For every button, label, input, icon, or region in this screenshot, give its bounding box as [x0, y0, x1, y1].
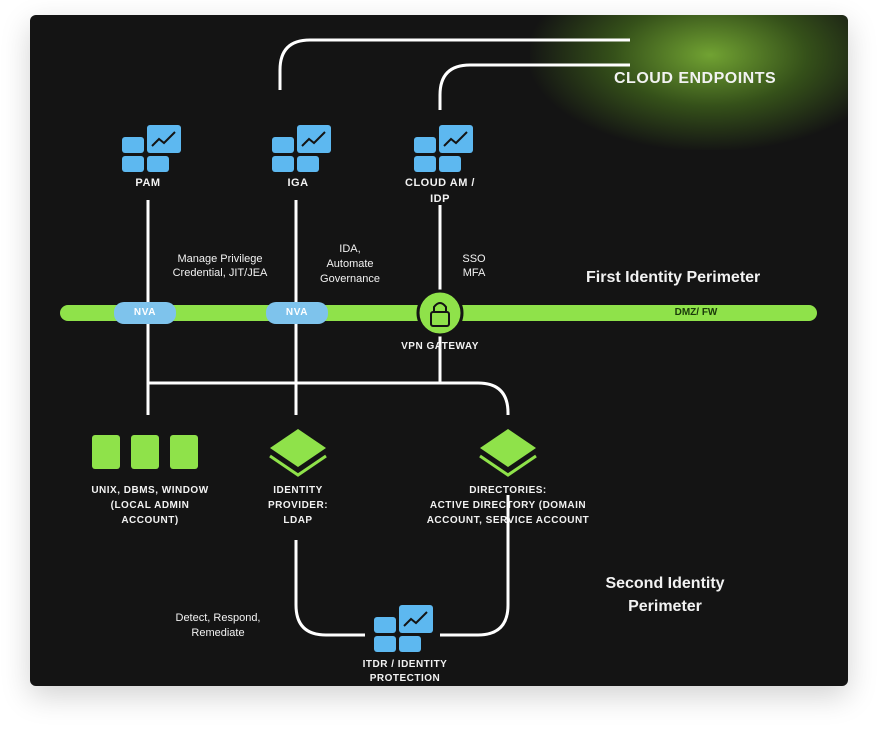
iga-label: IGA — [287, 177, 309, 189]
nva-badge-left: NVA — [114, 302, 176, 324]
cloud-edge-label-2: MFA — [462, 267, 486, 279]
diamond-layers-icon — [269, 429, 327, 477]
diagram-card: CLOUD ENDPOINTS PAM IGA CLOUD AM / IDP M… — [30, 15, 848, 686]
cloud-edge-label-1: SSO — [462, 253, 486, 265]
pam-edge-label-1: Manage Privilege — [177, 253, 263, 265]
directories-label-1: DIRECTORIES: — [469, 485, 547, 496]
nva-badge-right: NVA — [266, 302, 328, 324]
idp-label-2: PROVIDER: — [267, 500, 329, 511]
dashboard-icon — [414, 125, 474, 173]
dmz-fw-label: DMZ/ FW — [674, 307, 718, 318]
unix-label-2: (LOCAL ADMIN — [110, 500, 190, 511]
connector-lines — [60, 38, 817, 653]
unix-label-3: ACCOUNT) — [121, 515, 179, 526]
iga-edge-label-3: Governance — [320, 273, 380, 285]
lock-icon — [418, 291, 462, 335]
idp-label-1: IDENTITY — [273, 485, 323, 496]
itdr-label-1: ITDR / IDENTITY — [362, 659, 448, 670]
second-perimeter-label-1: Second Identity — [605, 575, 725, 592]
unix-label-1: UNIX, DBMS, WINDOW — [91, 485, 209, 496]
cloud-glow — [530, 15, 848, 150]
itdr-edge-label-2: Remediate — [191, 627, 245, 639]
line-cloud-top — [438, 63, 630, 110]
first-perimeter-label: First Identity Perimeter — [586, 269, 761, 286]
itdr-edge-label-1: Detect, Respond, — [175, 612, 261, 624]
cloud-endpoints-label: CLOUD ENDPOINTS — [614, 70, 777, 87]
iga-edge-label-2: Automate — [326, 258, 374, 270]
directories-label-2: ACTIVE DIRECTORY (DOMAIN — [429, 500, 587, 511]
pam-label: PAM — [135, 177, 161, 189]
dashboard-icon — [272, 125, 332, 173]
line-iga-top — [278, 38, 630, 90]
vpn-gateway-label: VPN GATEWAY — [401, 341, 479, 352]
second-perimeter-label-2: Perimeter — [628, 598, 702, 615]
iga-edge-label-1: IDA, — [339, 243, 361, 255]
directories-label-3: ACCOUNT, SERVICE ACCOUNT — [426, 515, 590, 526]
dashboard-icon — [374, 605, 434, 653]
cloud-am-label-1: CLOUD AM / — [405, 177, 475, 189]
itdr-label-2: PROTECTION — [369, 673, 441, 684]
server-block-icon — [92, 435, 198, 469]
pam-edge-label-2: Credential, JIT/JEA — [172, 267, 268, 279]
idp-label-3: LDAP — [283, 515, 313, 526]
dashboard-icon — [122, 125, 182, 173]
cloud-am-label-2: IDP — [430, 193, 450, 205]
